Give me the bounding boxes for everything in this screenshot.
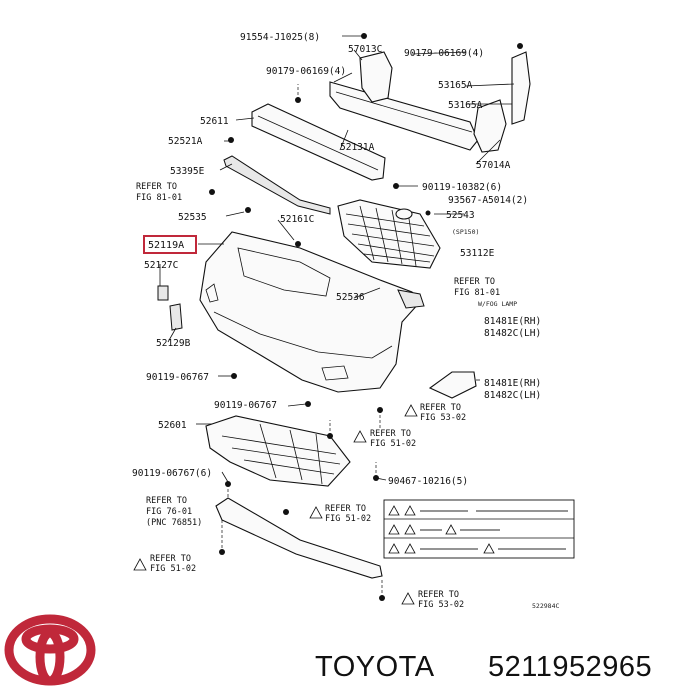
- bumper-cover-52119a: [199, 231, 421, 393]
- label-57014a: 57014A: [476, 160, 511, 171]
- bracket-57013c: [359, 51, 393, 103]
- label-53112e: 53112E: [460, 248, 495, 259]
- svg-text:REFER TO: REFER TO: [418, 590, 459, 600]
- retainer-52129b: [169, 303, 183, 331]
- svg-text:REFER TO: REFER TO: [370, 429, 411, 439]
- label-90119-06767-b: 90119-06767: [214, 400, 277, 411]
- svg-text:FIG 53-02: FIG 53-02: [418, 600, 464, 610]
- refer-block-3: REFER TO FIG 53-02: [404, 403, 466, 423]
- svg-text:REFER TO: REFER TO: [136, 182, 177, 192]
- lower-grille-52536: [397, 289, 425, 309]
- refer-block-6: REFER TO FIG 51-02: [309, 504, 371, 524]
- toyota-logo-icon: [4, 614, 96, 686]
- svg-text:FIG 76-01: FIG 76-01: [146, 507, 192, 517]
- svg-text:FIG 51-02: FIG 51-02: [150, 564, 196, 574]
- svg-text:REFER TO: REFER TO: [325, 504, 366, 514]
- svg-text:FIG 81-01: FIG 81-01: [454, 288, 500, 298]
- refer-block-4: REFER TO FIG 51-02: [353, 429, 416, 449]
- under-cover-52601: [205, 415, 351, 487]
- bumper-reinforcement: [329, 81, 479, 151]
- grille-mesh: [345, 205, 435, 267]
- refer-block-5: REFER TO FIG 76-01 (PNC 76851): [146, 496, 202, 528]
- label-52131a: 52131A: [340, 142, 375, 153]
- svg-text:REFER TO: REFER TO: [150, 554, 191, 564]
- svg-text:REFER TO: REFER TO: [146, 496, 187, 506]
- bumper-cover-fog-left: [205, 283, 219, 303]
- fasteners: [209, 33, 523, 601]
- label-81482c-lh-2: 81482C(LH): [484, 390, 541, 401]
- label-90179-b: 90179-06169(4): [266, 66, 346, 77]
- fog-lamp-cover: [428, 371, 477, 399]
- label-90119-10382: 90119-10382(6): [422, 182, 502, 193]
- label-90467: 90467-10216(5): [388, 476, 468, 487]
- label-52611: 52611: [200, 116, 229, 127]
- bracket-53165a: [511, 51, 531, 125]
- svg-text:(PNC 76851): (PNC 76851): [146, 518, 202, 528]
- warning-triangle-icon: [133, 558, 147, 571]
- label-53165a-2: 53165A: [448, 100, 483, 111]
- svg-text:REFER TO: REFER TO: [420, 403, 461, 413]
- label-81481e-rh-2: 81481E(RH): [484, 378, 541, 389]
- label-52129b: 52129B: [156, 338, 191, 349]
- warning-notes-box: [383, 499, 575, 559]
- label-52601: 52601: [158, 420, 187, 431]
- label-93567: 93567-A5014(2): [448, 195, 528, 206]
- label-52543: 52543: [446, 210, 475, 221]
- under-cover-ribs: [221, 423, 341, 485]
- label-52521a: 52521A: [168, 136, 203, 147]
- bumper-cover-lower-opening: [213, 311, 393, 359]
- label-81482c-lh-1: 81482C(LH): [484, 328, 541, 339]
- label-52119a: 52119A: [148, 240, 184, 251]
- bumper-reinforcement-rib: [335, 91, 473, 133]
- warning-triangle-icon: [309, 506, 323, 519]
- label-90119-06767-c: 90119-06767(6): [132, 468, 212, 479]
- warning-triangle-icon: [404, 404, 418, 417]
- label-52536: 52536: [336, 292, 365, 303]
- retainer-52127c: [157, 285, 169, 301]
- front-spoiler: [215, 497, 383, 579]
- energy-absorber-rib: [257, 115, 379, 171]
- svg-text:FIG 51-02: FIG 51-02: [370, 439, 416, 449]
- svg-text:FIG 81-01: FIG 81-01: [136, 193, 182, 203]
- svg-text:FIG 53-02: FIG 53-02: [420, 413, 466, 423]
- label-sp150: (SP150): [452, 228, 479, 236]
- label-52127c: 52127C: [144, 260, 178, 271]
- svg-text:REFER TO: REFER TO: [454, 277, 495, 287]
- svg-text:FIG 51-02: FIG 51-02: [325, 514, 371, 524]
- energy-absorber: [251, 103, 386, 181]
- refer-block-8: REFER TO FIG 53-02: [401, 590, 464, 610]
- warning-triangle-icon: [353, 430, 367, 443]
- label-53395e: 53395E: [170, 166, 205, 177]
- refer-block-1: REFER TO FIG 81-01: [136, 182, 182, 203]
- label-90119-06767-a: 90119-06767: [146, 372, 209, 383]
- label-90179-a: 90179-06169(4): [404, 48, 484, 59]
- figure-code: 522984C: [532, 602, 559, 610]
- label-53165a-1: 53165A: [438, 80, 473, 91]
- label-wfog: W/FOG LAMP: [478, 300, 517, 308]
- label-52161c: 52161C: [280, 214, 314, 225]
- label-91554: 91554-J1025(8): [240, 32, 320, 43]
- leader-dashed: [221, 84, 383, 598]
- refer-block-7: REFER TO FIG 51-02: [133, 554, 196, 574]
- label-57013c: 57013C: [348, 44, 382, 55]
- highlight-box-52119a: [143, 235, 197, 254]
- label-81481e-rh-1: 81481E(RH): [484, 316, 541, 327]
- bumper-cover-grille-opening: [237, 247, 331, 297]
- warning-triangle-icon: [401, 592, 415, 605]
- bracket-57014a: [473, 99, 507, 153]
- leader-lines: [159, 35, 515, 483]
- refer-block-2: REFER TO FIG 81-01: [454, 277, 500, 298]
- label-52535: 52535: [178, 212, 207, 223]
- seal-strip-53395e: [223, 155, 331, 215]
- emblem-52543: [395, 208, 413, 220]
- bumper-cover-fog-right: [321, 365, 349, 381]
